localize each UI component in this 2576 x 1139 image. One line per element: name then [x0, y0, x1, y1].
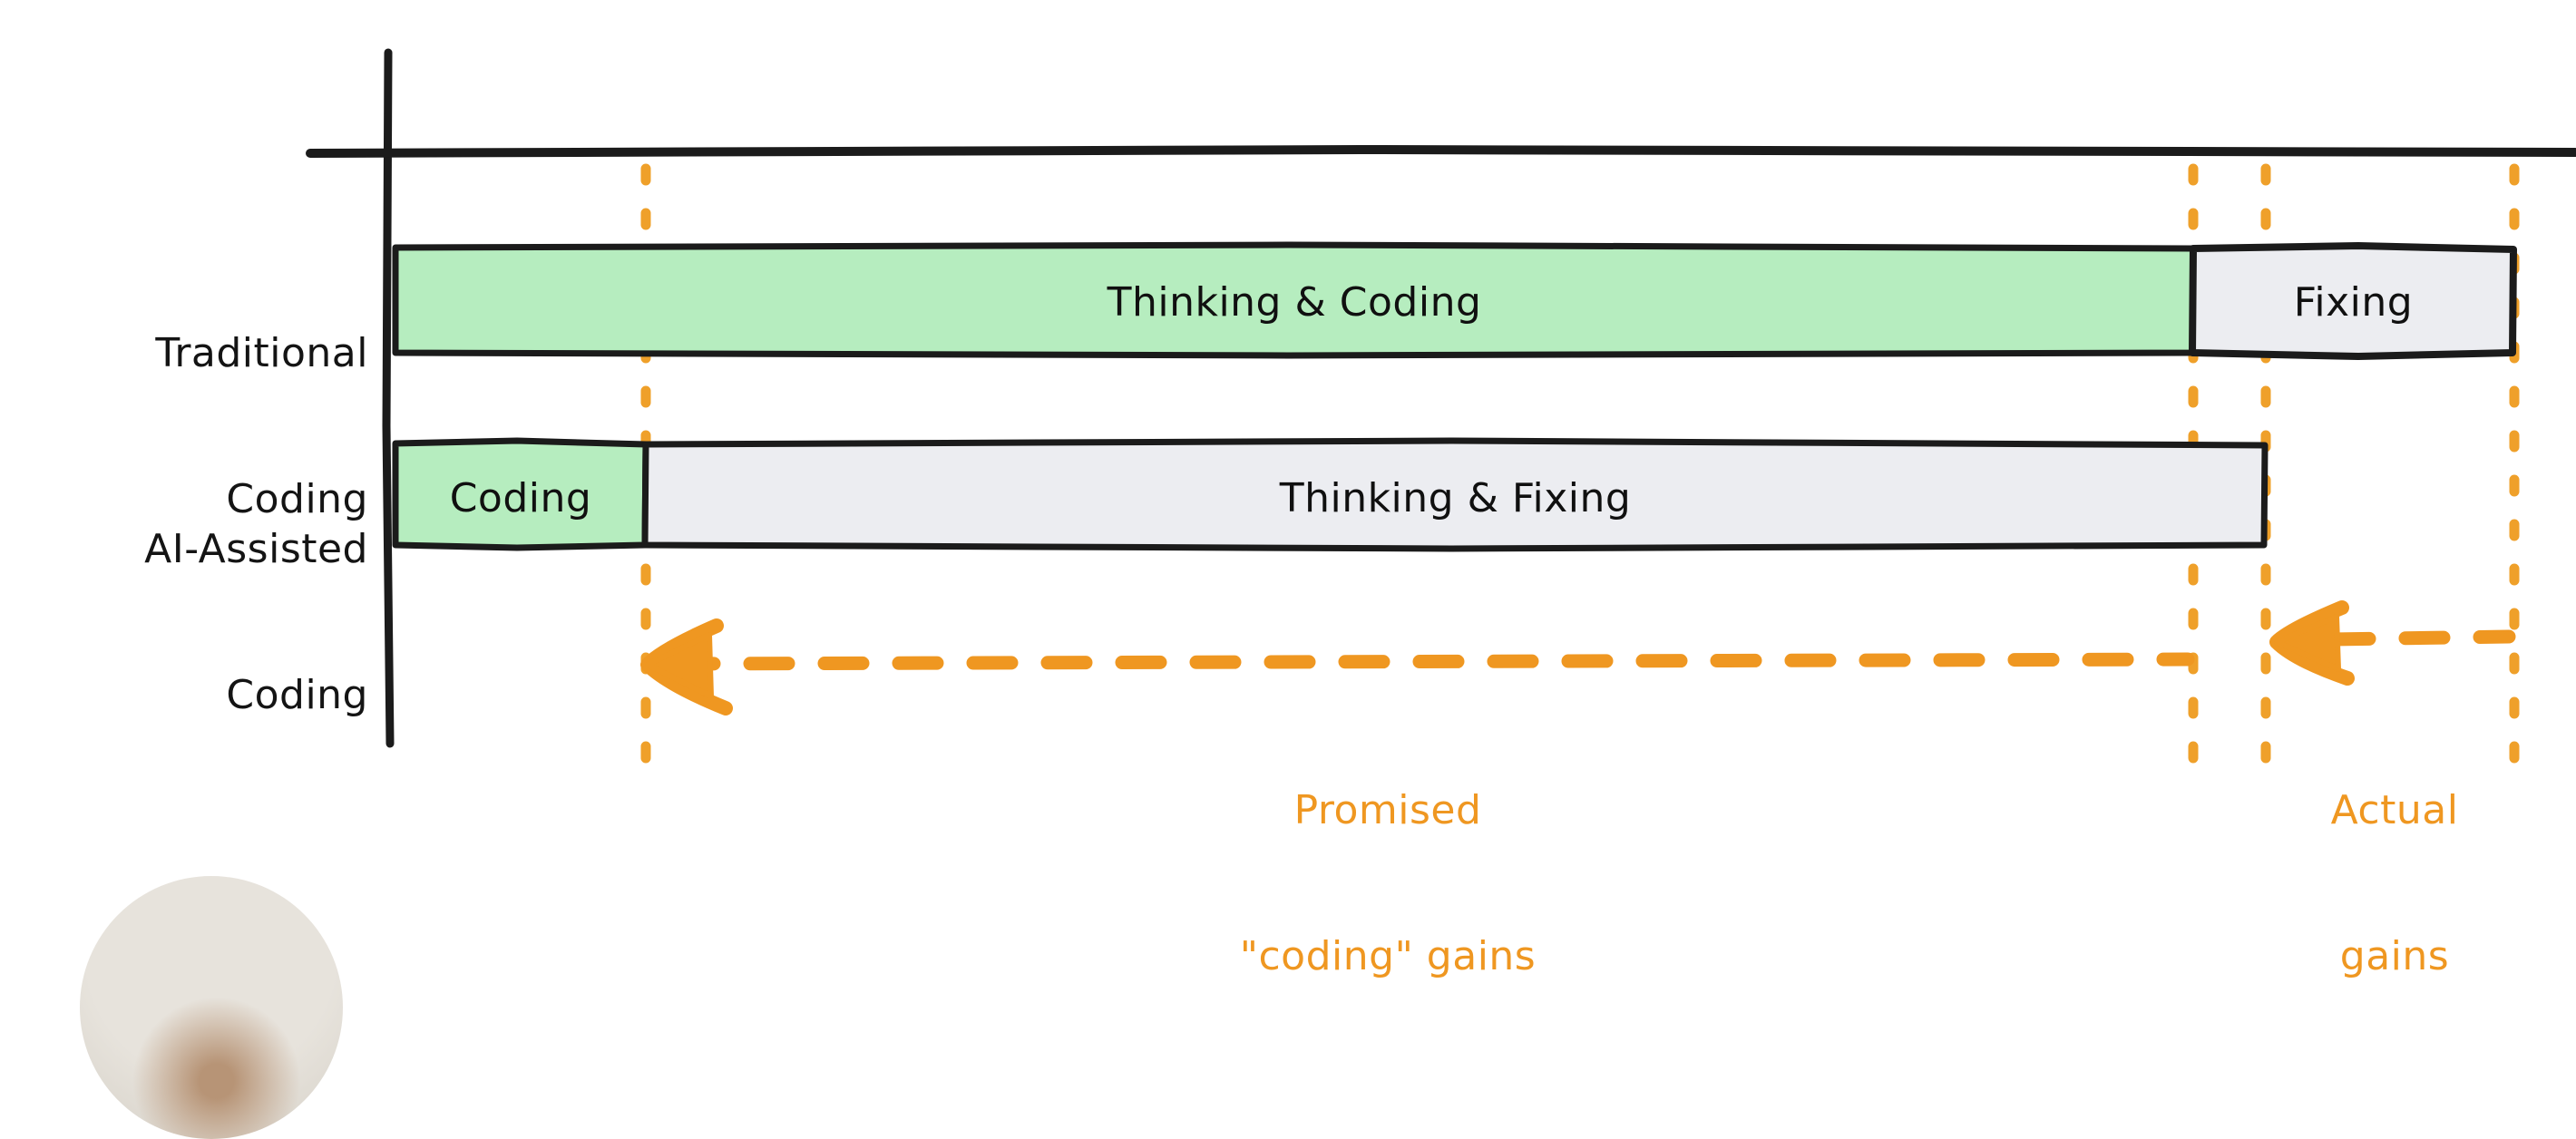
presenter-avatar-bubble	[80, 876, 343, 1139]
x-axis-line	[306, 144, 2576, 158]
annotation-actual-line2: gains	[2339, 933, 2450, 980]
bar-label-fixing: Fixing	[2293, 279, 2414, 326]
bar-label-thinking-and-fixing: Thinking & Fixing	[1279, 475, 1632, 521]
category-label-ai-assisted-line1: AI-Assisted	[144, 526, 368, 573]
promised-gains-arrow	[640, 618, 2195, 716]
chart-vector-layer	[306, 48, 2576, 791]
category-label-traditional-line1: Traditional	[155, 330, 368, 377]
category-label-ai-assisted-coding: AI-Assisted Coding	[0, 428, 368, 817]
y-axis-line	[382, 48, 395, 748]
category-label-traditional-line2: Coding	[226, 476, 368, 523]
bar-segment-thinking-and-fixing[interactable]	[641, 437, 2269, 552]
annotation-promised-line2: "coding" gains	[1239, 933, 1537, 980]
annotation-actual-gains: Actual gains	[2222, 689, 2567, 1078]
annotation-actual-line1: Actual	[2330, 787, 2459, 834]
actual-gains-arrow-head-fill	[2274, 614, 2341, 672]
category-label-traditional-coding: Traditional Coding	[0, 232, 368, 621]
category-label-ai-assisted-line2: Coding	[226, 672, 368, 719]
axis-group	[306, 48, 2576, 748]
bar-label-thinking-and-coding: Thinking & Coding	[1107, 279, 1482, 326]
whiteboard-canvas: Traditional Coding AI-Assisted Coding Th…	[0, 48, 2576, 1139]
promised-gains-arrow-head-fill	[645, 632, 714, 699]
bar-segment-fixing[interactable]	[2189, 242, 2517, 360]
annotation-promised-line1: Promised	[1293, 787, 1482, 834]
annotation-promised-gains: Promised "coding" gains	[1161, 689, 1615, 1078]
promised-gains-arrow-shaft	[668, 652, 2195, 671]
bar-row-traditional	[392, 241, 2517, 360]
bar-label-coding: Coding	[449, 475, 592, 521]
bar-row-ai-assisted	[392, 437, 2269, 552]
actual-gains-arrow	[2269, 600, 2516, 686]
actual-gains-arrow-shaft	[2324, 629, 2516, 647]
